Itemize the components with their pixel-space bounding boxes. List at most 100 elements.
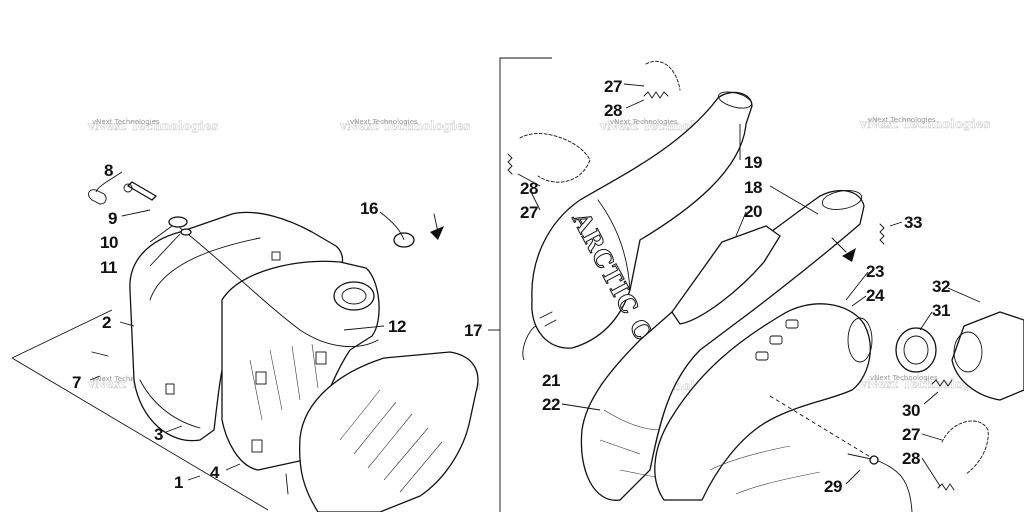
arrow-pointer-shaft xyxy=(433,213,439,233)
callout-20: 20 xyxy=(744,202,762,221)
bolt xyxy=(91,351,109,357)
leader-10 xyxy=(149,225,173,243)
callout-27-left: 27 xyxy=(520,203,538,222)
housing-ribs xyxy=(249,343,319,421)
bolt xyxy=(285,473,289,495)
watermark: vNext Technologies xyxy=(610,118,678,126)
leader-27b xyxy=(529,189,541,211)
callout-31: 31 xyxy=(932,301,950,320)
callout-18: 18 xyxy=(744,178,762,197)
leader-29 xyxy=(845,469,861,485)
leader-23 xyxy=(845,271,869,301)
cable xyxy=(179,227,379,348)
callout-27-bottom: 27 xyxy=(902,425,920,444)
arrow-pointer-icon xyxy=(430,226,444,240)
watermark-ghost: vNext Technologies xyxy=(87,119,219,133)
callout-11: 11 xyxy=(100,258,117,277)
leader-27a xyxy=(623,83,645,87)
spring-icon xyxy=(507,91,955,491)
leader-4 xyxy=(225,463,241,471)
watermark-ghost: vNext Technologies xyxy=(859,117,991,131)
assembly-bracket xyxy=(499,57,552,512)
leader-11 xyxy=(149,233,181,267)
sensor-nut xyxy=(869,455,879,465)
callout-10: 10 xyxy=(100,233,118,252)
heat-shield-louvers xyxy=(339,389,443,493)
leader-33 xyxy=(889,221,903,227)
callout-27-top: 27 xyxy=(604,77,622,96)
chamber-tab xyxy=(769,335,783,345)
housing-rear-detail xyxy=(139,237,261,429)
arrow-pointer-shaft xyxy=(831,237,847,253)
muffler-outlet xyxy=(718,91,752,109)
pipe-heat-shield xyxy=(671,225,781,325)
clip-icon xyxy=(88,181,157,205)
callout-30: 30 xyxy=(902,401,920,420)
watermark: vNext Technologies xyxy=(350,118,418,126)
leader-28c xyxy=(921,457,941,487)
callout-16: 16 xyxy=(360,199,378,218)
chamber-tab xyxy=(755,351,769,361)
callout-19: 19 xyxy=(744,153,762,172)
callout-17: 17 xyxy=(464,321,482,340)
gasket xyxy=(895,327,937,373)
outlet-tube xyxy=(333,281,375,311)
callout-2: 2 xyxy=(102,313,111,332)
leader-27c xyxy=(921,433,943,441)
bracket xyxy=(315,351,327,365)
strap-icon xyxy=(519,60,989,475)
washer xyxy=(168,216,188,228)
callout-4: 4 xyxy=(210,463,220,482)
pipe-inlet xyxy=(821,190,863,210)
housing-slot xyxy=(165,383,175,395)
callout-3: 3 xyxy=(154,425,163,444)
leader-28a xyxy=(625,99,645,109)
leader-21 xyxy=(522,325,537,361)
leader-2 xyxy=(119,321,135,327)
leader-31 xyxy=(919,311,933,331)
gasket-inner xyxy=(903,335,929,365)
callout-12: 12 xyxy=(388,317,406,336)
callout-23: 23 xyxy=(866,262,884,281)
leader-28b xyxy=(517,173,541,187)
leader-20 xyxy=(735,211,747,237)
leader-9 xyxy=(121,209,151,217)
leader-12 xyxy=(343,325,385,331)
callout-7: 7 xyxy=(72,373,81,392)
callout-22: 22 xyxy=(542,395,560,414)
leader-8 xyxy=(95,171,123,193)
muffler xyxy=(531,91,753,349)
left-assembly: 8 9 10 11 2 7 3 4 1 12 16 xyxy=(11,161,479,512)
callout-21: 21 xyxy=(542,371,560,390)
callout-9: 9 xyxy=(108,209,117,228)
muffler-seam xyxy=(597,199,631,291)
sensor-axis xyxy=(769,395,873,459)
leader-32 xyxy=(947,287,981,303)
leader-22 xyxy=(561,403,601,411)
callout-24: 24 xyxy=(866,286,885,305)
heat-shield xyxy=(298,351,479,512)
leader-24 xyxy=(851,295,867,307)
callout-1: 1 xyxy=(174,473,183,492)
manifold-port xyxy=(953,331,983,373)
callout-33: 33 xyxy=(904,213,922,232)
expansion-chamber xyxy=(654,303,871,501)
chamber-lines xyxy=(709,445,821,495)
muffler-vents xyxy=(539,311,557,327)
chamber-flange xyxy=(847,317,873,363)
callout-28-bottom: 28 xyxy=(902,449,920,468)
leader-3 xyxy=(165,425,183,433)
callout-28-top: 28 xyxy=(604,101,622,120)
exhaust-manifold xyxy=(951,311,1024,401)
leader-1 xyxy=(187,475,201,481)
watermark-ghost: vNext Technologies xyxy=(339,119,471,133)
callout-28-left: 28 xyxy=(520,179,538,198)
base-plane-outline xyxy=(11,309,269,511)
chamber-tab xyxy=(785,319,799,329)
arrow-pointer-icon xyxy=(842,248,856,262)
watermark: vNext Technologies xyxy=(92,118,160,126)
watermark: vNext Technologies xyxy=(868,116,936,124)
watermark-ghost: vNext Technologies xyxy=(859,377,991,391)
leader-16 xyxy=(379,211,405,241)
